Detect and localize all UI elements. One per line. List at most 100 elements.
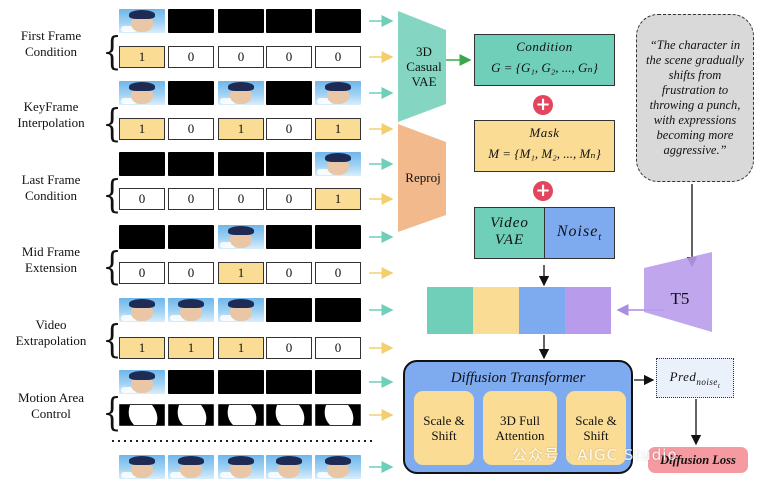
mask-cell-r5-c3: 1 bbox=[218, 337, 264, 359]
token-text bbox=[565, 287, 611, 334]
mask-cell-r2-c5: 1 bbox=[315, 118, 361, 140]
row-brace-6: { bbox=[102, 390, 122, 434]
dit-scale-shift-1: Scale &Shift bbox=[414, 391, 474, 465]
frame-thumb-r5-c5 bbox=[315, 298, 361, 322]
motion-mask-r6-c5 bbox=[315, 404, 361, 426]
reproj-label: Reproj bbox=[405, 170, 441, 185]
output-frame-1 bbox=[119, 455, 165, 479]
mask-cell-r1-c1: 1 bbox=[119, 46, 165, 68]
mask-cell-r3-c1: 0 bbox=[119, 188, 165, 210]
mask-cell-r4-c3: 1 bbox=[218, 262, 264, 284]
row-label-line2: Extrapolation bbox=[15, 333, 87, 348]
frame-thumb-r3-c3 bbox=[218, 152, 264, 176]
frame-thumb-r4-c4 bbox=[266, 225, 312, 249]
mask-cell-r1-c3: 0 bbox=[218, 46, 264, 68]
row-label-line2: Control bbox=[31, 406, 71, 421]
mask-cell-r4-c2: 0 bbox=[168, 262, 214, 284]
motion-mask-r6-c3 bbox=[218, 404, 264, 426]
output-frame-5 bbox=[315, 455, 361, 479]
row-label-line1: Mid Frame bbox=[21, 244, 81, 259]
row-brace-4: { bbox=[102, 244, 122, 288]
vae-3d-line2: Casual bbox=[406, 59, 442, 74]
plus-icon-2: + bbox=[533, 181, 553, 201]
noise-box: Noiset bbox=[544, 207, 615, 259]
mask-cell-r2-c3: 1 bbox=[218, 118, 264, 140]
row-label-line1: First Frame bbox=[20, 28, 82, 43]
prompt-bubble: “The character in the scene gradually sh… bbox=[636, 14, 754, 182]
row-brace-2: { bbox=[102, 101, 122, 145]
mask-cell-r5-c5: 0 bbox=[315, 337, 361, 359]
frame-thumb-r3-c2 bbox=[168, 152, 214, 176]
condition-formula: G = {G₁, G₂, ..., Gₙ} bbox=[491, 60, 598, 75]
frame-thumb-r1-c1 bbox=[119, 9, 165, 33]
mask-cell-r4-c1: 0 bbox=[119, 262, 165, 284]
mask-cell-r3-c5: 1 bbox=[315, 188, 361, 210]
frame-thumb-r6-c5 bbox=[315, 370, 361, 394]
frame-thumb-r5-c4 bbox=[266, 298, 312, 322]
row-label-line2: Condition bbox=[24, 188, 77, 203]
video-vae-box: Video VAE bbox=[474, 207, 545, 259]
output-frame-2 bbox=[168, 455, 214, 479]
row-label-line2: Extension bbox=[25, 260, 77, 275]
pred-subsub: t bbox=[717, 381, 721, 390]
frame-thumb-r1-c3 bbox=[218, 9, 264, 33]
watermark-text: 公众号 · AIGC Studio bbox=[512, 446, 678, 464]
mask-cell-r5-c2: 1 bbox=[168, 337, 214, 359]
token-noise bbox=[519, 287, 565, 334]
output-frame-3 bbox=[218, 455, 264, 479]
frame-thumb-r3-c4 bbox=[266, 152, 312, 176]
frame-thumb-r5-c2 bbox=[168, 298, 214, 322]
reproj-shape bbox=[398, 124, 446, 232]
frame-thumb-r4-c5 bbox=[315, 225, 361, 249]
frame-thumb-r1-c2 bbox=[168, 9, 214, 33]
dit-scale-shift-2: Scale &Shift bbox=[566, 391, 626, 465]
frame-thumb-r5-c3 bbox=[218, 298, 264, 322]
mask-cell-r3-c4: 0 bbox=[266, 188, 312, 210]
dit-block2-line2: Attention bbox=[495, 428, 545, 443]
pred-base: Pred bbox=[669, 369, 697, 384]
dit-block3-line2: Shift bbox=[583, 428, 609, 443]
mask-box: Mask M = {M₁, M₂, ..., Mₙ} bbox=[474, 120, 615, 172]
mask-cell-r1-c5: 0 bbox=[315, 46, 361, 68]
frame-thumb-r2-c4 bbox=[266, 81, 312, 105]
plus-icon-1: + bbox=[533, 95, 553, 115]
motion-mask-r6-c1 bbox=[119, 404, 165, 426]
frame-thumb-r6-c2 bbox=[168, 370, 214, 394]
dit-title: Diffusion Transformer bbox=[450, 370, 586, 386]
video-vae-line2: VAE bbox=[494, 232, 525, 248]
row-label-line1: Video bbox=[35, 317, 67, 332]
vae-3d-shape bbox=[398, 11, 446, 122]
vae-3d-line3: VAE bbox=[411, 74, 437, 89]
frame-thumb-r6-c3 bbox=[218, 370, 264, 394]
dit-block1-line1: Scale & bbox=[423, 413, 465, 428]
token-mask bbox=[473, 287, 519, 334]
prediction-label: Prednoiset bbox=[657, 369, 733, 389]
prompt-text: “The character in the scene gradually sh… bbox=[646, 38, 744, 157]
prediction-box: Prednoiset bbox=[656, 358, 734, 398]
frame-thumb-r4-c2 bbox=[168, 225, 214, 249]
noise-sub: t bbox=[598, 232, 603, 244]
row-brace-5: { bbox=[102, 317, 122, 361]
output-frame-4 bbox=[266, 455, 312, 479]
frame-thumb-r3-c1 bbox=[119, 152, 165, 176]
t5-shape bbox=[644, 252, 712, 332]
token-condition bbox=[427, 287, 473, 334]
frame-thumb-r2-c5 bbox=[315, 81, 361, 105]
mask-cell-r4-c5: 0 bbox=[315, 262, 361, 284]
mask-cell-r2-c4: 0 bbox=[266, 118, 312, 140]
mask-title: Mask bbox=[529, 125, 560, 140]
frame-thumb-r2-c1 bbox=[119, 81, 165, 105]
frame-thumb-r3-c5 bbox=[315, 152, 361, 176]
frame-thumb-r4-c3 bbox=[218, 225, 264, 249]
video-vae-line1: Video bbox=[490, 215, 529, 231]
frame-thumb-r5-c1 bbox=[119, 298, 165, 322]
mask-cell-r4-c4: 0 bbox=[266, 262, 312, 284]
condition-title: Condition bbox=[516, 39, 573, 54]
